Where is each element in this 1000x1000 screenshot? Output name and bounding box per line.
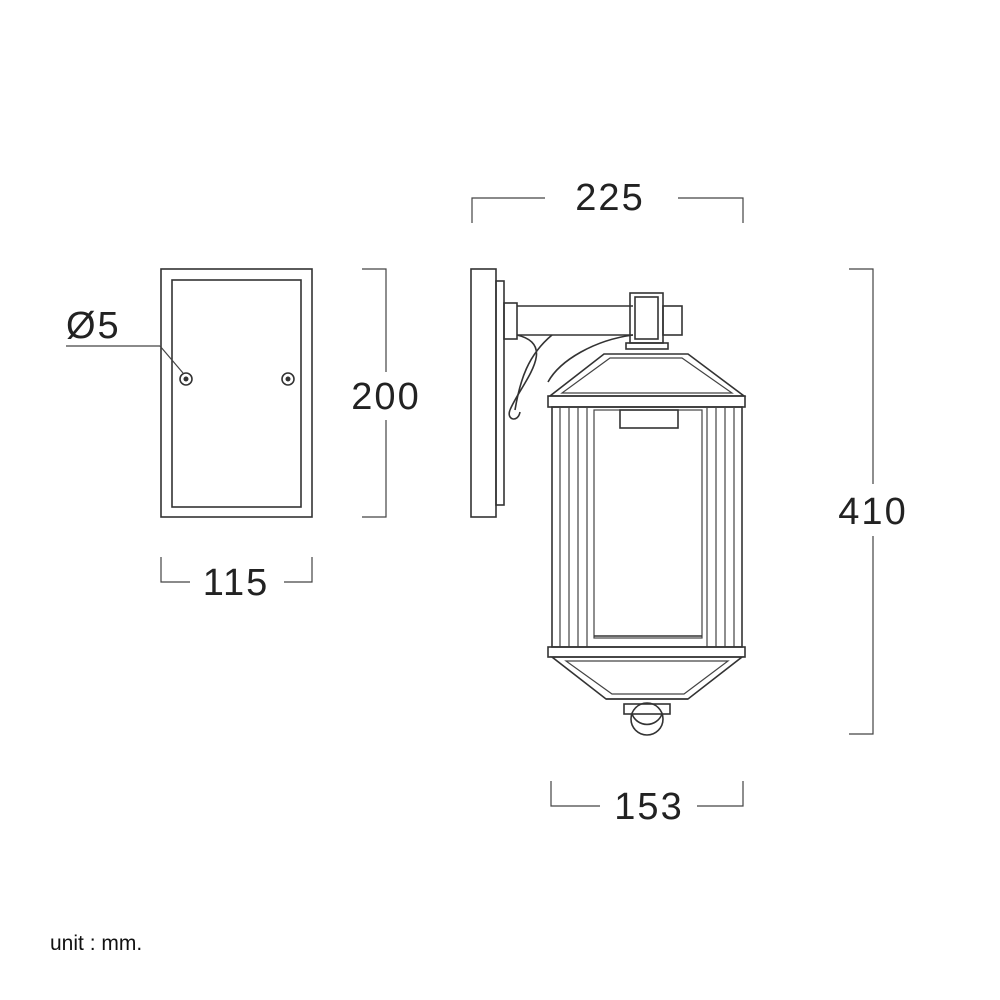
- lantern-arm: [503, 302, 634, 420]
- plate-height-dimension: 200: [345, 268, 425, 518]
- mounting-hole-right: [281, 372, 295, 386]
- hole-diameter-label: Ø5: [66, 305, 121, 347]
- lantern-roof: [547, 353, 747, 408]
- lantern-bottom: [547, 646, 746, 700]
- lantern-finial: [625, 292, 683, 350]
- unit-note: unit : mm.: [50, 932, 143, 955]
- lantern-glass-body: [551, 406, 743, 648]
- lantern-width-label: 153: [614, 786, 683, 828]
- plate-height-label: 200: [351, 376, 420, 418]
- plate-width-dimension: 115: [160, 557, 313, 604]
- total-height-dimension: 410: [830, 268, 916, 735]
- lantern-width-dimension: 153: [550, 781, 744, 828]
- depth-dimension: 225: [471, 177, 744, 223]
- lantern-side-view: [470, 268, 747, 736]
- hole-diameter-callout: Ø5: [66, 305, 184, 374]
- depth-label: 225: [575, 177, 644, 219]
- mounting-hole-left: [179, 372, 193, 386]
- motion-sensor: [623, 702, 671, 736]
- mounting-plate-front-view: [160, 268, 313, 518]
- total-height-label: 410: [838, 491, 907, 533]
- plate-width-label: 115: [203, 562, 270, 604]
